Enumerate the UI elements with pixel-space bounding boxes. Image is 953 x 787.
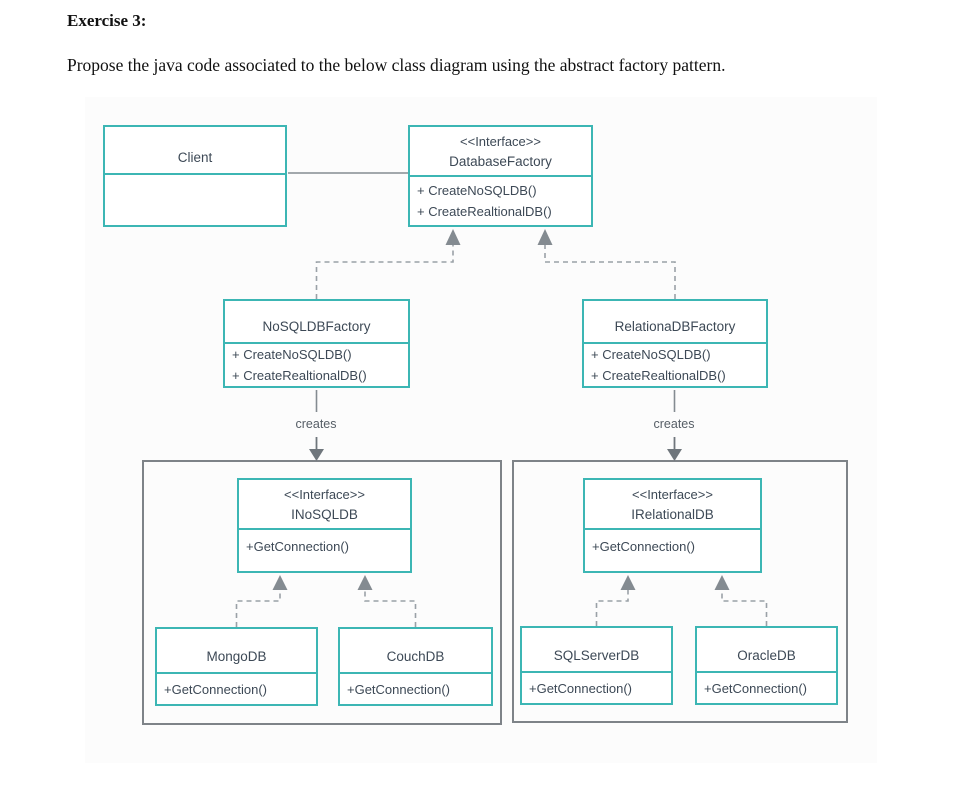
class-box-nosqldbfactory: NoSQLDBFactory + CreateNoSQLDB() + Creat… bbox=[223, 299, 410, 388]
class-title: DatabaseFactory bbox=[449, 153, 552, 169]
class-title: IRelationalDB bbox=[631, 506, 714, 522]
method-label: + CreateRealtionalDB() bbox=[232, 368, 367, 383]
interface-box-irelationaldb: <<Interface>> IRelationalDB +GetConnecti… bbox=[583, 478, 762, 573]
creates-label-left: creates bbox=[295, 417, 337, 431]
method-label: + CreateRealtionalDB() bbox=[417, 204, 552, 219]
method-label: +GetConnection() bbox=[164, 681, 267, 697]
class-empty-section bbox=[105, 173, 285, 225]
class-box-oracledb: OracleDB +GetConnection() bbox=[695, 626, 838, 705]
class-box-mongodb: MongoDB +GetConnection() bbox=[155, 627, 318, 706]
exercise-heading: Exercise 3: bbox=[67, 11, 147, 30]
creates-label-right: creates bbox=[653, 417, 695, 431]
class-title: CouchDB bbox=[386, 649, 445, 664]
class-title: MongoDB bbox=[206, 649, 267, 664]
method-label: +GetConnection() bbox=[347, 681, 450, 697]
class-title: INoSQLDB bbox=[291, 506, 358, 522]
class-title: Client bbox=[177, 150, 213, 165]
stereotype-label: <<Interface>> bbox=[632, 486, 713, 502]
method-label: +GetConnection() bbox=[704, 680, 807, 696]
class-box-relationadbfactory: RelationaDBFactory + CreateNoSQLDB() + C… bbox=[582, 299, 768, 388]
interface-box-databasefactory: <<Interface>> DatabaseFactory + CreateNo… bbox=[408, 125, 593, 227]
instruction-text: Propose the java code associated to the … bbox=[67, 55, 726, 75]
method-label: + CreateNoSQLDB() bbox=[417, 183, 537, 198]
method-label: + CreateNoSQLDB() bbox=[232, 347, 352, 362]
method-label: +GetConnection() bbox=[529, 680, 632, 696]
class-box-couchdb: CouchDB +GetConnection() bbox=[338, 627, 493, 706]
nosql-group-container bbox=[142, 460, 502, 725]
stereotype-label: <<Interface>> bbox=[284, 486, 365, 502]
class-box-client: Client bbox=[103, 125, 287, 227]
class-title: OracleDB bbox=[737, 648, 796, 663]
class-title: NoSQLDBFactory bbox=[262, 319, 371, 334]
class-title: RelationaDBFactory bbox=[614, 319, 736, 334]
method-label: + CreateNoSQLDB() bbox=[591, 347, 711, 362]
stereotype-label: <<Interface>> bbox=[460, 133, 541, 149]
method-label: +GetConnection() bbox=[246, 539, 349, 554]
relational-group-container bbox=[512, 460, 848, 723]
class-box-sqlserverdb: SQLServerDB +GetConnection() bbox=[520, 626, 673, 705]
method-label: + CreateRealtionalDB() bbox=[591, 368, 726, 383]
interface-box-inosqldb: <<Interface>> INoSQLDB +GetConnection() bbox=[237, 478, 412, 573]
method-label: +GetConnection() bbox=[592, 539, 695, 554]
class-title: SQLServerDB bbox=[553, 648, 640, 663]
